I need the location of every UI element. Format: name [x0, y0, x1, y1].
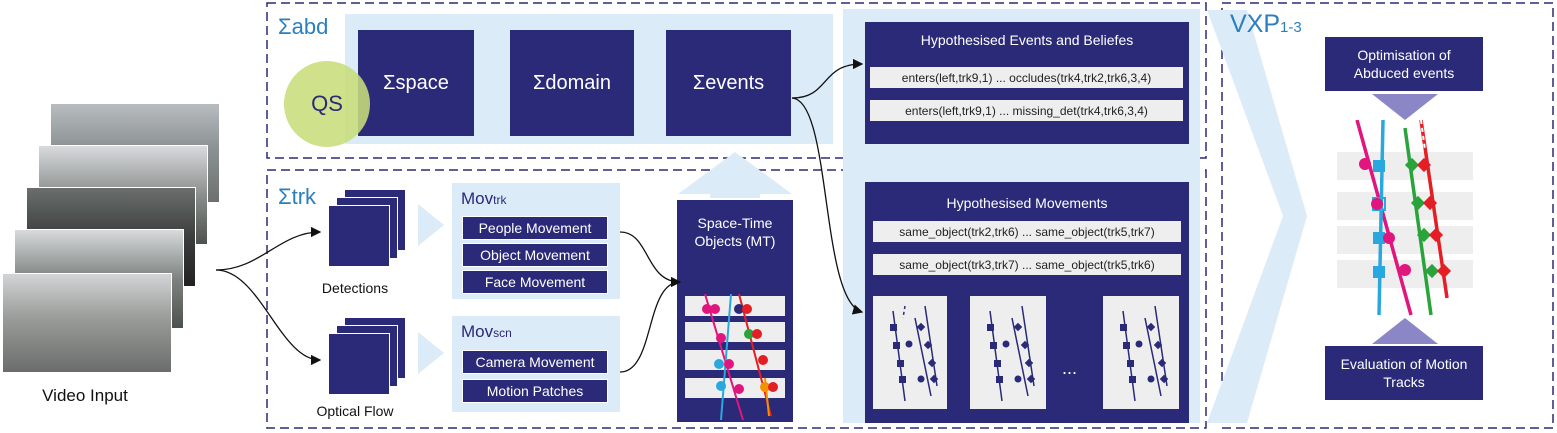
mov-trk-title: Movtrk	[461, 189, 507, 208]
vxp-chevron-arrow	[1207, 10, 1307, 423]
camera-movement: Camera Movement	[462, 350, 608, 374]
chevron-arrow-1	[418, 204, 444, 246]
abd-title: Σabd	[278, 14, 329, 39]
optimisation-box: Optimisation of Abduced events	[1325, 37, 1483, 91]
hypothesis-thumb-2	[970, 296, 1046, 409]
detections-label: Detections	[321, 280, 389, 296]
vxp-track-plot	[1337, 120, 1473, 316]
movements-row-2: same_object(trk3,trk7) ... same_object(t…	[873, 254, 1181, 275]
movements-row-1: same_object(trk2,trk6) ... same_object(t…	[873, 221, 1181, 242]
hypothesis-thumb-1	[873, 296, 947, 409]
vxp-title: VXP1-3	[1230, 10, 1302, 38]
object-movement: Object Movement	[462, 243, 608, 267]
hypothesis-thumb-3	[1103, 296, 1179, 409]
chevron-arrow-2	[418, 332, 444, 374]
events-title: Hypothesised Events and Beliefes	[920, 32, 1134, 48]
evaluation-box: Evaluation of Motion Tracks	[1325, 346, 1483, 400]
qs-circle: QS	[284, 61, 370, 147]
events-row-1: enters(left,trk9,1) ... occludes(trk4,tr…	[870, 67, 1183, 88]
down-arrow-purple	[1372, 94, 1438, 120]
video-input-label: Video Input	[42, 386, 128, 405]
optical-flow-label: Optical Flow	[316, 403, 394, 419]
motion-patches: Motion Patches	[462, 379, 608, 403]
hypothesis-thumbs-tracks	[890, 305, 1169, 402]
trk-title: Σtrk	[278, 184, 317, 209]
mov-scn-title: Movscn	[461, 322, 512, 341]
up-arrow	[678, 152, 792, 198]
sigma-space-box: Σspace	[358, 30, 474, 136]
events-row-2: enters(left,trk9,1) ... missing_det(trk4…	[870, 100, 1183, 121]
people-movement: People Movement	[462, 216, 608, 240]
mt-track-plot	[685, 294, 785, 420]
face-movement: Face Movement	[462, 270, 608, 294]
movements-ellipsis: ...	[1062, 358, 1078, 378]
abd-frame	[266, 2, 1207, 159]
mt-title: Space-Time Objects (MT)	[694, 215, 776, 249]
up-arrow-purple	[1372, 318, 1438, 344]
sigma-events-box: Σevents	[666, 30, 791, 136]
movements-title: Hypothesised Movements	[946, 195, 1108, 211]
sigma-domain-box: Σdomain	[510, 30, 634, 136]
